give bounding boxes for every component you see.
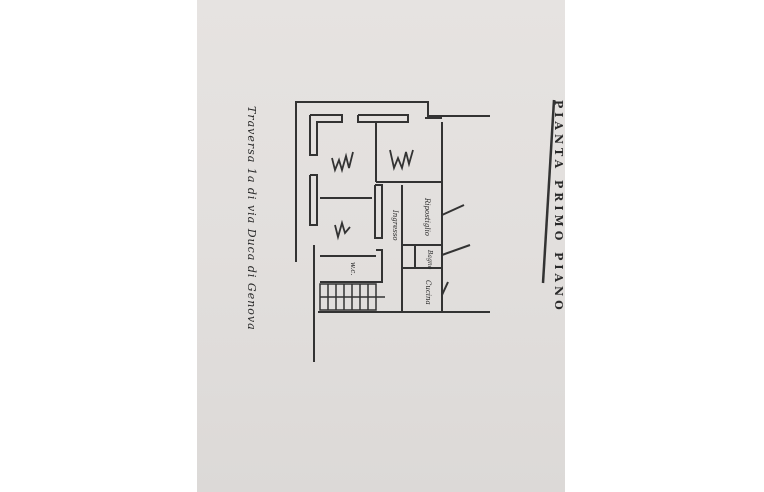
staircase bbox=[319, 283, 385, 311]
paper-sheet bbox=[197, 0, 565, 492]
wall bbox=[376, 249, 383, 283]
title-underline bbox=[541, 99, 556, 284]
room-label-hall: Ingresso bbox=[391, 210, 399, 241]
room-label-kitchen: Cucina bbox=[424, 280, 432, 305]
wall bbox=[357, 114, 409, 123]
wall bbox=[309, 114, 343, 156]
leader-line bbox=[441, 204, 465, 216]
street-label: Traversa 1a di via Duca di Genova bbox=[245, 106, 258, 331]
bed-sketch bbox=[331, 149, 414, 241]
wall bbox=[374, 184, 383, 239]
room-label-wc: w.c. bbox=[349, 262, 357, 276]
wall bbox=[309, 174, 318, 226]
room-label-storage: Ripostiglio bbox=[423, 198, 431, 237]
outer-wall bbox=[295, 101, 490, 262]
room-label-bathroom: Bagno bbox=[426, 250, 433, 270]
leader-line bbox=[441, 281, 449, 296]
leader-line bbox=[441, 244, 471, 256]
plan-title: PIANTA PRIMO PIANO bbox=[552, 100, 565, 314]
